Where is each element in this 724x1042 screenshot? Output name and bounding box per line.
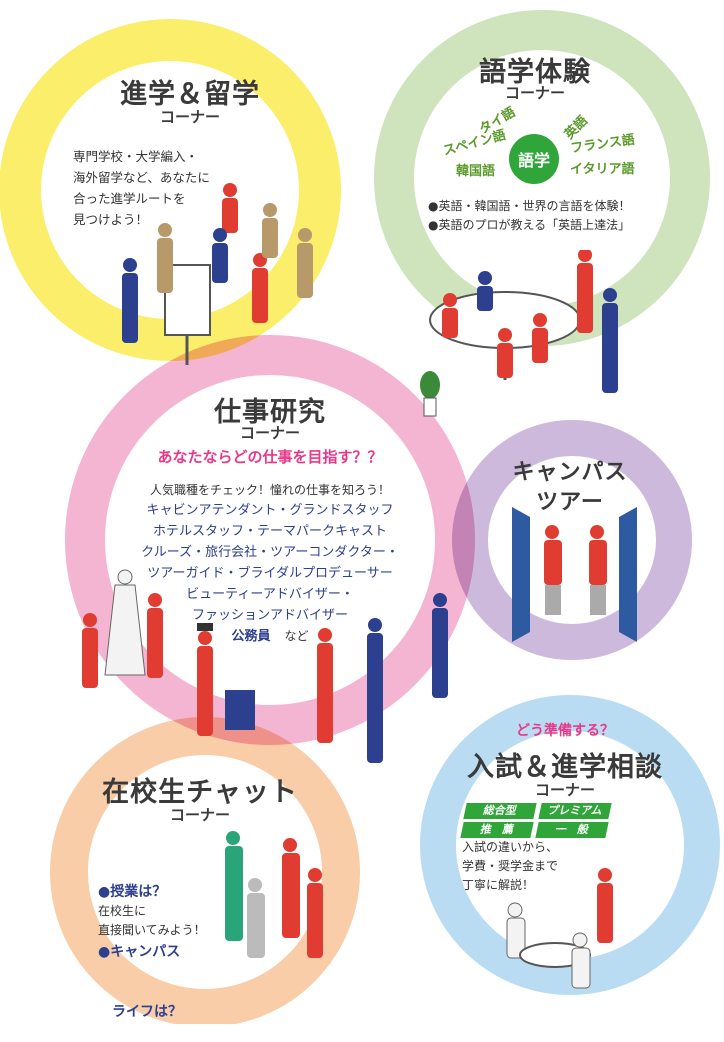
language-class-illustration [420, 250, 618, 417]
bullet-line: ●英語・韓国語・世界の言語を体験！ [428, 199, 631, 213]
shingaku-description: 専門学校・大学編入・ 海外留学など、あなたに 合った進学ルートを 見つけよう！ [73, 146, 210, 230]
gogaku-center-badge: 語学 [509, 134, 559, 184]
shigoto-intro: 人気職種をチェック！憧れの仕事を知ろう！ [149, 483, 390, 497]
campus-door-illustration [512, 507, 637, 642]
seminar-illustration [122, 183, 313, 365]
zaikousei-questions: ●授業は？ ●キャンパス ライフは？ [98, 842, 182, 1042]
text-line: 海外留学など、あなたに [73, 170, 210, 185]
campus-tour-title: キャンパス ツアー [470, 458, 670, 518]
consultation-illustration [506, 868, 613, 989]
tag-premium: プレミアム [538, 803, 612, 819]
text-line: 専門学校・大学編入・ [73, 149, 199, 164]
campus-title-line: ツアー [536, 490, 604, 515]
text-line: 合った進学ルートを [73, 191, 186, 206]
shigoto-corner-label: コーナー [239, 424, 300, 442]
careers-illustration [82, 569, 448, 763]
nyushi-title: 入試＆進学相談 [467, 752, 663, 783]
job-civil-servant: 公務員 [231, 629, 271, 644]
tag-suisen: 推 薦 [460, 822, 534, 838]
gogaku-title: 語学体験 [479, 57, 591, 88]
tag-ippan: 一 般 [535, 822, 609, 838]
job-line: ホテルスタッフ・テーマパークキャスト [152, 524, 387, 539]
shingaku-corner-label: コーナー [159, 108, 220, 126]
zaikousei-description: 在校生に 直接聞いてみよう！ [98, 902, 206, 940]
bullet-line: ●英語のプロが教える「英語上達法」 [428, 218, 631, 232]
text-line: 丁寧に解説！ [462, 878, 535, 892]
job-line: ツアーガイド・ブライダルプロデューサー [147, 566, 393, 581]
job-line: ファッションアドバイザー [191, 608, 348, 623]
text-line: 直接聞いてみよう！ [98, 923, 206, 937]
nyushi-corner-label: コーナー [534, 781, 595, 799]
nyushi-description: 入試の違いから、 学費・奨学金まで 丁寧に解説！ [462, 838, 558, 895]
text-line: 在校生に [98, 904, 147, 918]
shigoto-question: あなたならどの仕事を目指す？？ [157, 448, 383, 466]
job-line: キャビンアテンダント・グランドスタッフ [146, 503, 394, 518]
text-line: 入試の違いから、 [462, 840, 559, 854]
ring-blue [420, 695, 720, 995]
shigoto-title: 仕事研究 [214, 397, 326, 428]
question-line: ●授業は？ [98, 884, 167, 900]
ring-yellow [0, 19, 341, 361]
question-line: ライフは？ [98, 1004, 182, 1020]
job-list: キャビンアテンダント・グランドスタッフ ホテルスタッフ・テーマパークキャスト ク… [110, 500, 430, 647]
nyushi-lead: どう準備する？ [516, 723, 614, 739]
student-chat-illustration [225, 831, 323, 958]
campus-title-line: キャンパス [512, 460, 628, 485]
job-line: ビューティーアドバイザー・ [186, 587, 354, 602]
text-line: 見つけよう！ [73, 212, 149, 227]
ring-purple [452, 420, 692, 660]
question-line: ●キャンパス [98, 944, 181, 960]
text-line: 学費・奨学金まで [462, 859, 559, 873]
job-line: クルーズ・旅行会社・ツアーコンダクター・ [141, 545, 399, 560]
zaikousei-title: 在校生チャット [102, 777, 298, 808]
language-italian: イタリア語 [570, 162, 635, 177]
language-korean: 韓国語 [456, 164, 496, 179]
tag-sougougata: 総合型 [463, 803, 537, 819]
gogaku-corner-label: コーナー [504, 84, 565, 102]
gogaku-bullets: ●英語・韓国語・世界の言語を体験！ ●英語のプロが教える「英語上達法」 [428, 197, 630, 235]
zaikousei-corner-label: コーナー [169, 806, 230, 824]
shingaku-title: 進学＆留学 [120, 79, 260, 110]
job-etc: など [284, 629, 309, 643]
